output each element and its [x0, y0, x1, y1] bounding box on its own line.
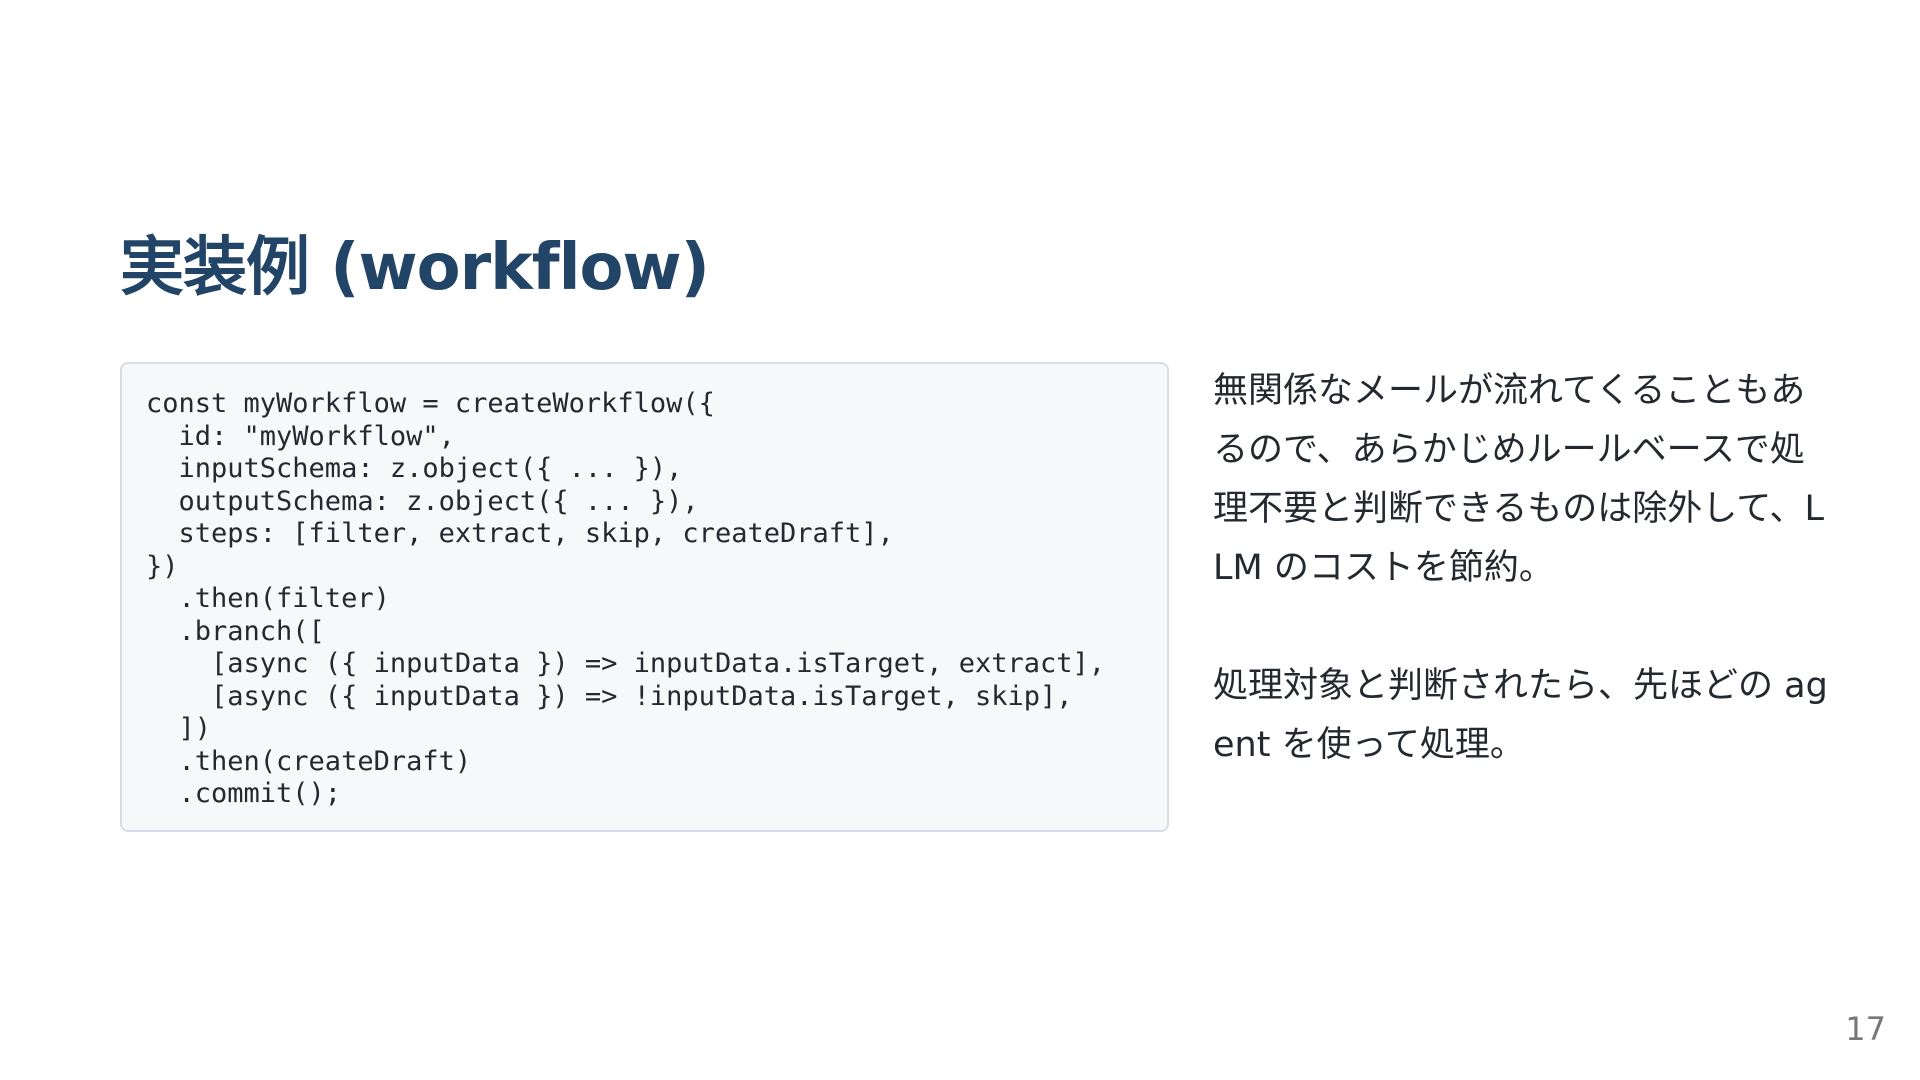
explanation-paragraph: 無関係なメールが流れてくることもあるので、あらかじめルールベースで処理不要と判断… [1213, 371, 1825, 588]
code-line: [async ({ inputData }) => inputData.isTa… [146, 648, 1106, 679]
code-line: [async ({ inputData }) => !inputData.isT… [146, 680, 1073, 712]
code-block: const myWorkflow = createWorkflow({ id: … [120, 362, 1169, 832]
explanation-paragraph: 処理対象と判断されたら、先ほどの agent を使って処理。 [1213, 666, 1828, 765]
code-line: .branch([ [146, 615, 325, 647]
code-line: .then(filter) [146, 583, 390, 614]
code-line: const myWorkflow = createWorkflow({ [146, 388, 715, 419]
code-line: outputSchema: z.object({ ... }), [146, 485, 699, 517]
code-line: steps: [filter, extract, skip, createDra… [146, 518, 894, 549]
slide-title: 実装例 (workflow) [120, 231, 710, 305]
code-line: .then(createDraft) [146, 745, 472, 777]
explanation-text: 無関係なメールが流れてくることもあるので、あらかじめルールベースで処理不要と判断… [1213, 362, 1833, 834]
code-line: }) [146, 550, 179, 582]
code-line: id: "myWorkflow", [146, 420, 455, 452]
code-line: inputSchema: z.object({ ... }), [146, 453, 683, 484]
code-line: ]) [146, 713, 212, 744]
page-number: 17 [1845, 1010, 1886, 1048]
code-line: .commit(); [146, 778, 342, 809]
